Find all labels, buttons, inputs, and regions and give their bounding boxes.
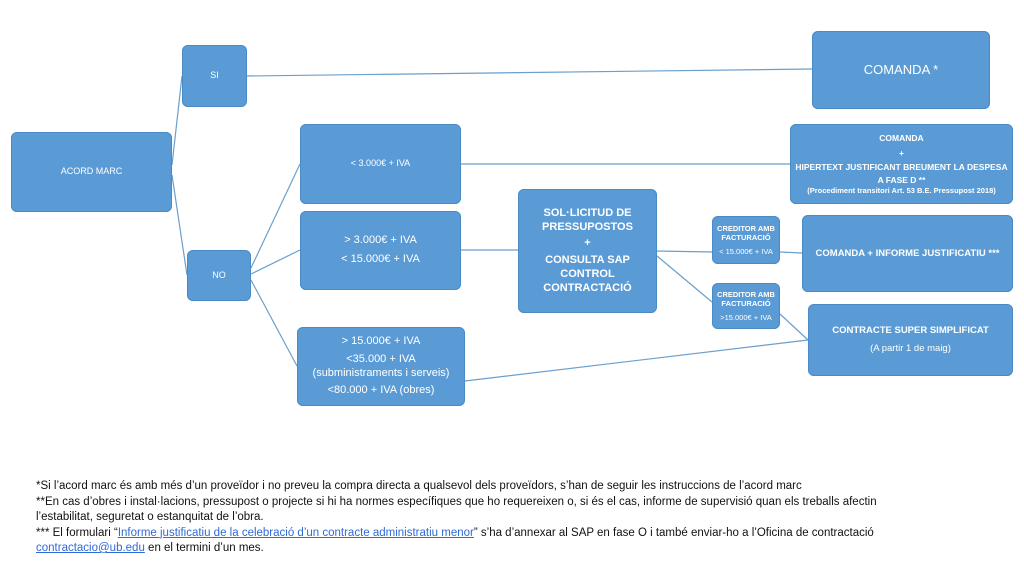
node-solicitud-line1: SOL·LICITUD DE PRESSUPOSTOS bbox=[542, 206, 633, 233]
node-no: NO bbox=[187, 250, 251, 301]
node-comanda-hipertext-line2: + bbox=[899, 147, 904, 158]
node-creditor1-line2: < 15.000€ + IVA bbox=[719, 246, 773, 256]
footnote-2b: l’estabilitat, seguretat o estanquitat d… bbox=[36, 511, 264, 523]
node-lt3000: < 3.000€ + IVA bbox=[300, 124, 461, 204]
node-creditor-gt15000: CREDITOR AMB FACTURACIÓ >15.000€ + IVA bbox=[712, 283, 780, 329]
connector-acord-no bbox=[171, 174, 188, 276]
node-solicitud-line3: CONSULTA SAP CONTROL CONTRACTACIÓ bbox=[543, 254, 632, 294]
node-gt15-line2: <35.000 + IVA bbox=[346, 352, 416, 365]
connector-solicitud-creditor1 bbox=[656, 250, 713, 253]
connector-acord-si bbox=[171, 75, 183, 166]
node-no-label: NO bbox=[212, 269, 226, 280]
node-comanda-hipertext-line3: HIPERTEXT JUSTIFICANT BREUMENT LA DESPES… bbox=[795, 162, 1008, 173]
connector-creditor1-informe bbox=[779, 251, 803, 254]
node-solicitud-line2: + bbox=[584, 237, 591, 250]
node-comanda-hipertext-line4: A FASE D ** bbox=[877, 174, 926, 185]
contractacio-email-link[interactable]: contractacio@ub.edu bbox=[36, 542, 145, 554]
node-gt15-line3: (subministraments i serveis) bbox=[312, 366, 450, 379]
connector-no-gt15 bbox=[250, 279, 298, 367]
node-comanda-star-label: COMANDA * bbox=[863, 61, 939, 77]
node-solicitud-pressupostos: SOL·LICITUD DE PRESSUPOSTOS + CONSULTA S… bbox=[518, 189, 657, 313]
node-gt15000: > 15.000€ + IVA <35.000 + IVA (subminist… bbox=[297, 327, 465, 406]
footnote-3-suffix: ” s’ha d’annexar al SAP en fase O i tamb… bbox=[473, 526, 874, 539]
node-creditor1-line1: CREDITOR AMB FACTURACIÓ bbox=[717, 223, 775, 243]
node-contracte-line1: CONTRACTE SUPER SIMPLIFICAT bbox=[832, 325, 989, 337]
node-gt15-line1: > 15.000€ + IVA bbox=[341, 335, 421, 347]
footnote-3: *** El formulari “Informe justificatiu d… bbox=[36, 526, 996, 542]
node-gt15-line4: <80.000 + IVA (obres) bbox=[327, 384, 435, 397]
node-comanda-informe: COMANDA + INFORME JUSTIFICATIU *** bbox=[802, 215, 1013, 292]
node-comanda-star: COMANDA * bbox=[812, 31, 990, 109]
connector-gt15-contracte bbox=[464, 339, 809, 382]
node-lt3000-label: < 3.000€ + IVA bbox=[350, 158, 411, 169]
node-creditor2-line1: CREDITOR AMB FACTURACIÓ bbox=[717, 289, 775, 309]
node-si-label: SI bbox=[210, 70, 219, 81]
connector-si-comanda bbox=[246, 68, 813, 77]
footnote-4: contractacio@ub.edu en el termini d’un m… bbox=[36, 541, 996, 557]
node-comanda-hipertext: COMANDA + HIPERTEXT JUSTIFICANT BREUMENT… bbox=[790, 124, 1013, 204]
node-acord-marc-label: ACORD MARC bbox=[60, 166, 123, 177]
node-contracte-super-simplificat: CONTRACTE SUPER SIMPLIFICAT (A partir 1 … bbox=[808, 304, 1013, 376]
footnote-1: *Si l’acord marc és amb més d’un proveïd… bbox=[36, 480, 802, 492]
node-comanda-informe-label: COMANDA + INFORME JUSTIFICATIU *** bbox=[815, 247, 1000, 259]
footnotes: *Si l’acord marc és amb més d’un proveïd… bbox=[36, 479, 996, 557]
node-acord-marc: ACORD MARC bbox=[11, 132, 172, 212]
connector-creditor2-contracte bbox=[779, 313, 809, 341]
node-si: SI bbox=[182, 45, 247, 107]
connector-no-lt3000 bbox=[250, 163, 301, 269]
informe-justificatiu-link[interactable]: Informe justificatiu de la celebració d’… bbox=[117, 526, 474, 539]
connector-no-range bbox=[250, 249, 301, 275]
footnote-3-prefix: *** El formulari “ bbox=[36, 526, 118, 539]
node-range-line1: > 3.000€ + IVA bbox=[344, 234, 417, 247]
node-comanda-hipertext-line1: COMANDA bbox=[879, 133, 924, 144]
footnote-4-suffix: en el termini d’un mes. bbox=[144, 542, 264, 554]
footnote-2a: **En cas d’obres i instal·lacions, press… bbox=[36, 495, 877, 508]
connector-solicitud-creditor2 bbox=[656, 255, 713, 303]
node-range-3000-15000: > 3.000€ + IVA < 15.000€ + IVA bbox=[300, 211, 461, 290]
node-contracte-line2: (A partir 1 de maig) bbox=[870, 343, 951, 354]
node-comanda-hipertext-line5: (Procediment transitori Art. 53 B.E. Pre… bbox=[807, 185, 996, 195]
node-creditor-lt15000: CREDITOR AMB FACTURACIÓ < 15.000€ + IVA bbox=[712, 216, 780, 264]
node-creditor2-line2: >15.000€ + IVA bbox=[720, 312, 772, 322]
node-range-line2: < 15.000€ + IVA bbox=[341, 253, 420, 265]
